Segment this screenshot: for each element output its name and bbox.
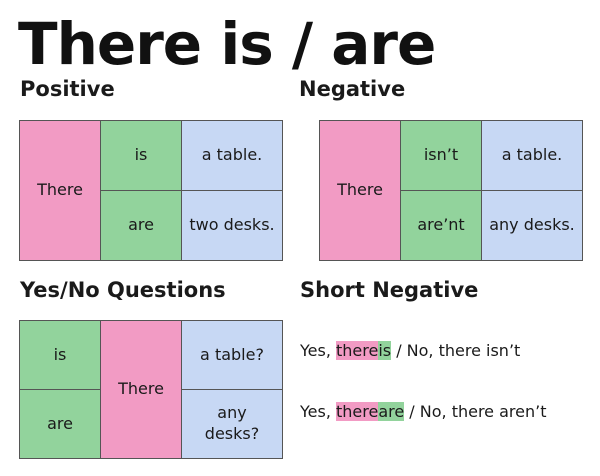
short-negative-heading: Short Negative — [300, 278, 479, 302]
there-highlight: there — [336, 341, 379, 360]
questions-subject-cell: There — [101, 321, 181, 458]
negative-verb-arent-cell: are’nt — [401, 191, 481, 260]
short-answer-lead: Yes, — [300, 341, 336, 360]
negative-subject-cell: There — [320, 121, 400, 260]
positive-table: There is a table. are two desks. — [19, 120, 283, 261]
short-answer-rest: / No, there isn’t — [391, 341, 521, 360]
short-answer-lead: Yes, — [300, 402, 336, 421]
negative-object-cell: a table. — [482, 121, 582, 190]
questions-object-cell: any desks? — [182, 390, 282, 458]
positive-heading: Positive — [20, 77, 115, 101]
negative-verb-isnt-cell: isn’t — [401, 121, 481, 190]
positive-verb-are-cell: are — [101, 191, 181, 260]
questions-table: is There a table? are any desks? — [19, 320, 283, 459]
questions-verb-are-cell: are — [20, 390, 100, 458]
questions-verb-is-cell: is — [20, 321, 100, 389]
positive-subject-cell: There — [20, 121, 100, 260]
positive-object-cell: two desks. — [182, 191, 282, 260]
there-highlight: there — [336, 402, 379, 421]
positive-object-cell: a table. — [182, 121, 282, 190]
negative-object-cell: any desks. — [482, 191, 582, 260]
page-title: There is / are — [18, 10, 436, 78]
short-answer-rest: / No, there aren’t — [404, 402, 547, 421]
questions-heading: Yes/No Questions — [20, 278, 226, 302]
positive-verb-is-cell: is — [101, 121, 181, 190]
negative-heading: Negative — [299, 77, 406, 101]
verb-highlight: is — [378, 341, 392, 360]
negative-table: There isn’t a table. are’nt any desks. — [319, 120, 583, 261]
short-negative-line-is: Yes, thereis / No, there isn’t — [300, 341, 520, 360]
verb-highlight: are — [378, 402, 405, 421]
short-negative-line-are: Yes, thereare / No, there aren’t — [300, 402, 546, 421]
questions-object-cell: a table? — [182, 321, 282, 389]
